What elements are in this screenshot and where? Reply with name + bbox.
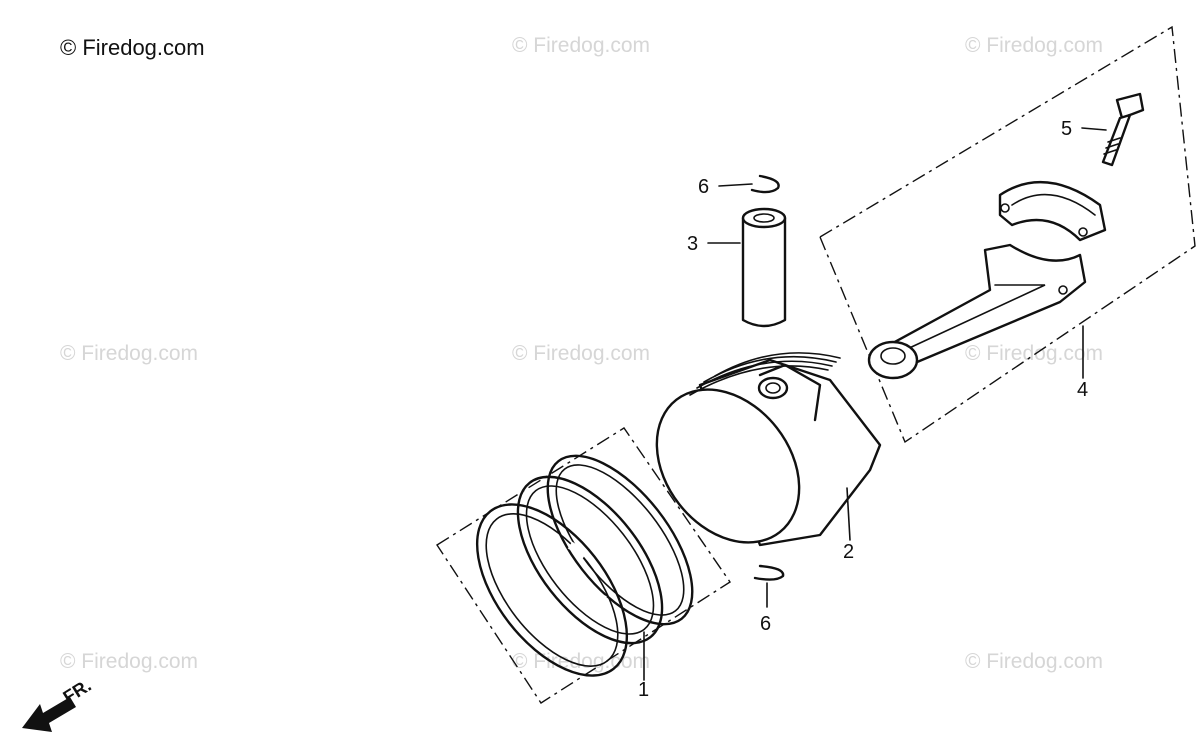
rod-bolt[interactable] [1101,92,1145,167]
callout-pin-clip-upper: 6 [698,176,709,198]
watermark-bottom-right: © Firedog.com [965,650,1103,673]
rod-assembly-boundary [819,25,1196,444]
leader-piston [846,487,851,541]
callout-pin-clip-lower: 6 [760,613,771,635]
piston-pin[interactable] [741,207,787,328]
piston-ring-set[interactable] [448,432,720,702]
callout-rod-bolt: 5 [1061,118,1072,140]
connecting-rod[interactable] [867,243,1087,380]
leader-pin-clip-upper [718,183,753,187]
copyright-watermark: © Firedog.com [60,35,205,60]
watermark-top-right: © Firedog.com [965,34,1103,57]
piston[interactable] [627,352,882,570]
ring-set-boundary [436,427,731,704]
watermark-mid-center: © Firedog.com [512,342,650,365]
watermark-mid-left: © Firedog.com [60,342,198,365]
rod-cap[interactable] [998,180,1107,242]
callout-ring-set: 1 [638,679,649,701]
watermark-bottom-left: © Firedog.com [60,650,198,673]
pin-clip-lower[interactable] [753,564,785,581]
watermark-top-center: © Firedog.com [512,34,650,57]
callout-piston-pin: 3 [687,233,698,255]
callout-piston: 2 [843,541,854,563]
watermark-mid-right: © Firedog.com [965,342,1103,365]
arrow-down-left-icon [22,697,76,732]
watermark-bottom-center: © Firedog.com [512,650,650,673]
callout-connecting-rod: 4 [1077,379,1088,401]
leader-rod-bolt [1081,127,1107,131]
pin-clip-upper[interactable] [750,174,780,194]
